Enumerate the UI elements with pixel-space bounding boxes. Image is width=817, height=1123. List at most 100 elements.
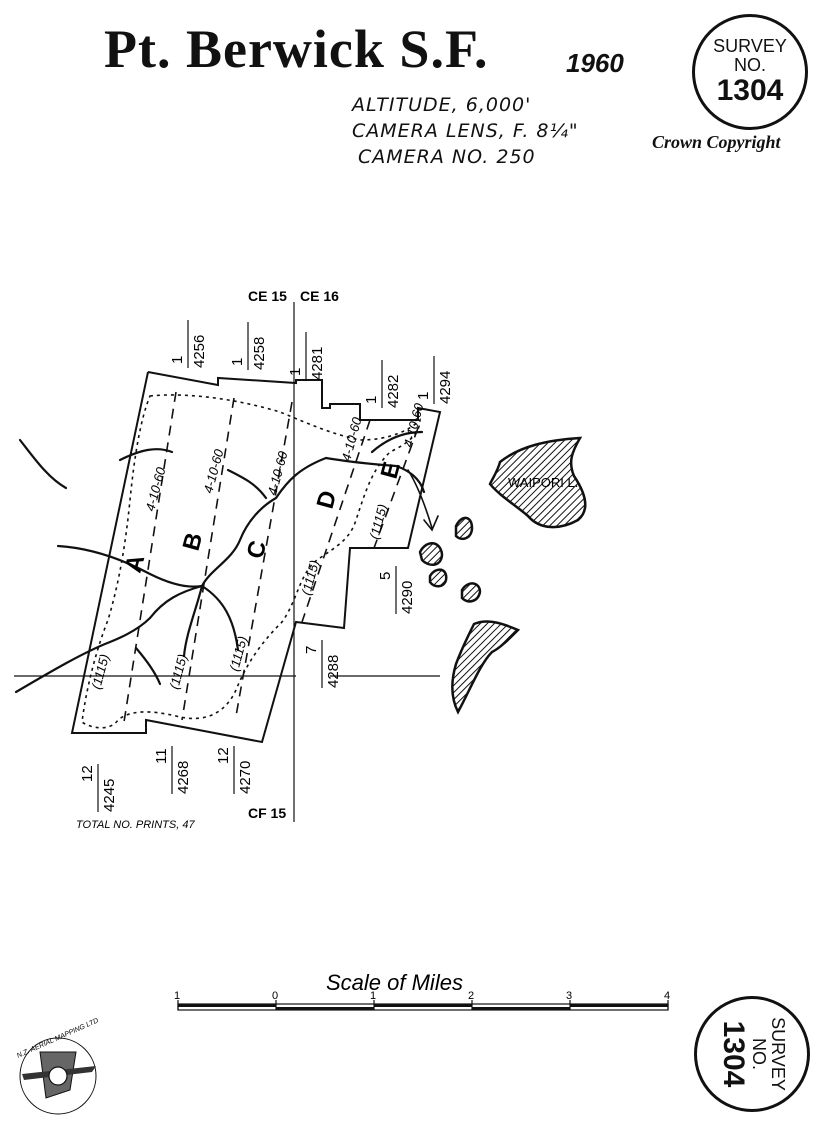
print-refs-top: 1 4256 1 4258 1 4281 1 4282 1 4294 xyxy=(169,320,454,408)
print-ref-number: 4288 xyxy=(325,655,342,688)
print-ref-number: 4282 xyxy=(385,375,402,408)
stream-9 xyxy=(226,468,268,500)
print-ref-count: 1 xyxy=(415,392,432,400)
print-ref-4281: 1 4281 xyxy=(287,332,326,380)
print-ref-number: 4256 xyxy=(191,335,208,368)
print-ref-number: 4281 xyxy=(309,347,326,380)
print-ref-count: 1 xyxy=(229,358,246,366)
print-refs-mid: 7 4288 5 4290 xyxy=(303,566,416,688)
print-ref-4270: 12 4270 xyxy=(215,746,254,794)
scale-bar xyxy=(177,1000,669,1011)
stamp-no-label: NO. xyxy=(733,55,766,76)
print-ref-4288: 7 4288 xyxy=(303,640,342,688)
camera-lens-text: CAMERA LENS, F. 8¼" xyxy=(352,120,579,142)
print-ref-count: 11 xyxy=(153,748,170,764)
map-year: 1960 xyxy=(566,48,624,78)
grid-label-ce15: CE 15 xyxy=(248,288,287,304)
run-code-e: (1115) xyxy=(366,502,390,540)
scale-tick: 1 xyxy=(174,990,180,1002)
aerial-mapping-logo: N.Z. AERIAL MAPPING LTD xyxy=(16,1017,100,1115)
strip-line-d xyxy=(301,419,371,623)
run-letter-b: B xyxy=(178,530,209,554)
coverage-boundary xyxy=(70,371,442,744)
print-ref-number: 4290 xyxy=(399,581,416,614)
streams xyxy=(14,430,439,694)
stamp-survey-label: SURVEY xyxy=(767,1017,788,1091)
run-date-e: 4-10-60 xyxy=(400,401,426,449)
lake-label: WAIPORI L. xyxy=(508,475,578,490)
stream-3 xyxy=(14,616,152,694)
print-ref-count: 12 xyxy=(215,747,232,764)
strip-line-a xyxy=(123,391,177,723)
print-ref-count: 12 xyxy=(79,765,96,782)
print-ref-count: 1 xyxy=(363,396,380,404)
arrow-head xyxy=(423,515,439,532)
print-ref-4290: 5 4290 xyxy=(377,566,416,614)
run-code-a: (1115) xyxy=(88,652,112,690)
run-code-b: (1115) xyxy=(166,652,190,690)
survey-stamp-top: SURVEY NO. 1304 xyxy=(692,14,808,130)
print-ref-4268: 11 4268 xyxy=(153,746,192,794)
run-letters: A B C D E xyxy=(120,459,406,575)
stream-2 xyxy=(56,544,204,588)
strip-line-e xyxy=(373,427,419,549)
altitude-text: ALTITUDE, 6,000' xyxy=(352,94,532,116)
run-letter-a: A xyxy=(120,552,151,576)
run-date-a: 4-10-60 xyxy=(142,465,168,513)
print-refs-bottom: 12 4245 11 4268 12 4270 xyxy=(79,746,254,812)
grid-label-cf15: CF 15 xyxy=(248,805,286,821)
stream-5 xyxy=(200,456,328,588)
flight-strips xyxy=(123,391,419,723)
print-ref-count: 1 xyxy=(287,368,304,376)
pond-3 xyxy=(428,568,448,588)
run-date-d: 4-10-60 xyxy=(338,415,364,463)
stream-11 xyxy=(370,430,424,454)
run-letter-d: D xyxy=(312,488,343,512)
grid-label-ce16: CE 16 xyxy=(300,288,339,304)
copyright-text: Crown Copyright xyxy=(652,132,781,152)
camera-number-text: CAMERA NO. 250 xyxy=(358,146,536,168)
map-title: Pt. Berwick S.F. xyxy=(104,19,489,79)
print-ref-4282: 1 4282 xyxy=(363,360,402,408)
print-ref-4256: 1 4256 xyxy=(169,320,208,368)
print-ref-number: 4294 xyxy=(437,371,454,404)
print-ref-count: 1 xyxy=(169,356,186,364)
stream-8 xyxy=(118,448,174,462)
stream-10 xyxy=(324,456,426,494)
print-ref-count: 5 xyxy=(377,572,394,580)
pond-4 xyxy=(460,582,482,603)
scale-tick: 4 xyxy=(664,990,670,1002)
scale-tick: 3 xyxy=(566,990,572,1002)
waipori-lake xyxy=(488,436,587,529)
run-code-d: (1115) xyxy=(298,558,322,596)
stamp-number: 1304 xyxy=(716,1020,750,1088)
print-ref-number: 4268 xyxy=(175,761,192,794)
scale-tick: 1 xyxy=(370,990,376,1002)
survey-stamp-bottom: SURVEY NO. 1304 xyxy=(694,996,810,1112)
stamp-survey-label: SURVEY xyxy=(713,36,787,57)
run-dates: 4-10-60 4-10-60 4-10-60 4-10-60 4-10-60 xyxy=(142,401,426,513)
stamp-no-label: NO. xyxy=(748,1037,769,1070)
arrow-to-lake xyxy=(407,469,433,529)
print-ref-4245: 12 4245 xyxy=(79,764,118,812)
scale-title: Scale of Miles xyxy=(326,970,463,995)
stream-12 xyxy=(134,646,162,686)
lake-south xyxy=(451,620,521,715)
run-date-c: 4-10-60 xyxy=(264,449,290,497)
stream-6 xyxy=(182,584,204,658)
print-ref-number: 4270 xyxy=(237,761,254,794)
scale-ticks: 1 0 1 2 3 4 xyxy=(174,990,670,1002)
stream-4 xyxy=(148,584,204,620)
stream-1 xyxy=(18,438,68,490)
catchment-dotted-outline xyxy=(81,394,421,729)
print-ref-number: 4258 xyxy=(251,337,268,370)
print-ref-4258: 1 4258 xyxy=(229,322,268,370)
print-ref-count: 7 xyxy=(303,646,320,654)
run-letter-c: C xyxy=(242,538,273,562)
stream-7 xyxy=(200,584,240,652)
strip-line-b xyxy=(181,397,235,721)
print-ref-4294: 1 4294 xyxy=(415,356,454,404)
strip-line-c xyxy=(235,401,293,717)
total-prints-note: TOTAL NO. PRINTS, 47 xyxy=(76,819,195,831)
